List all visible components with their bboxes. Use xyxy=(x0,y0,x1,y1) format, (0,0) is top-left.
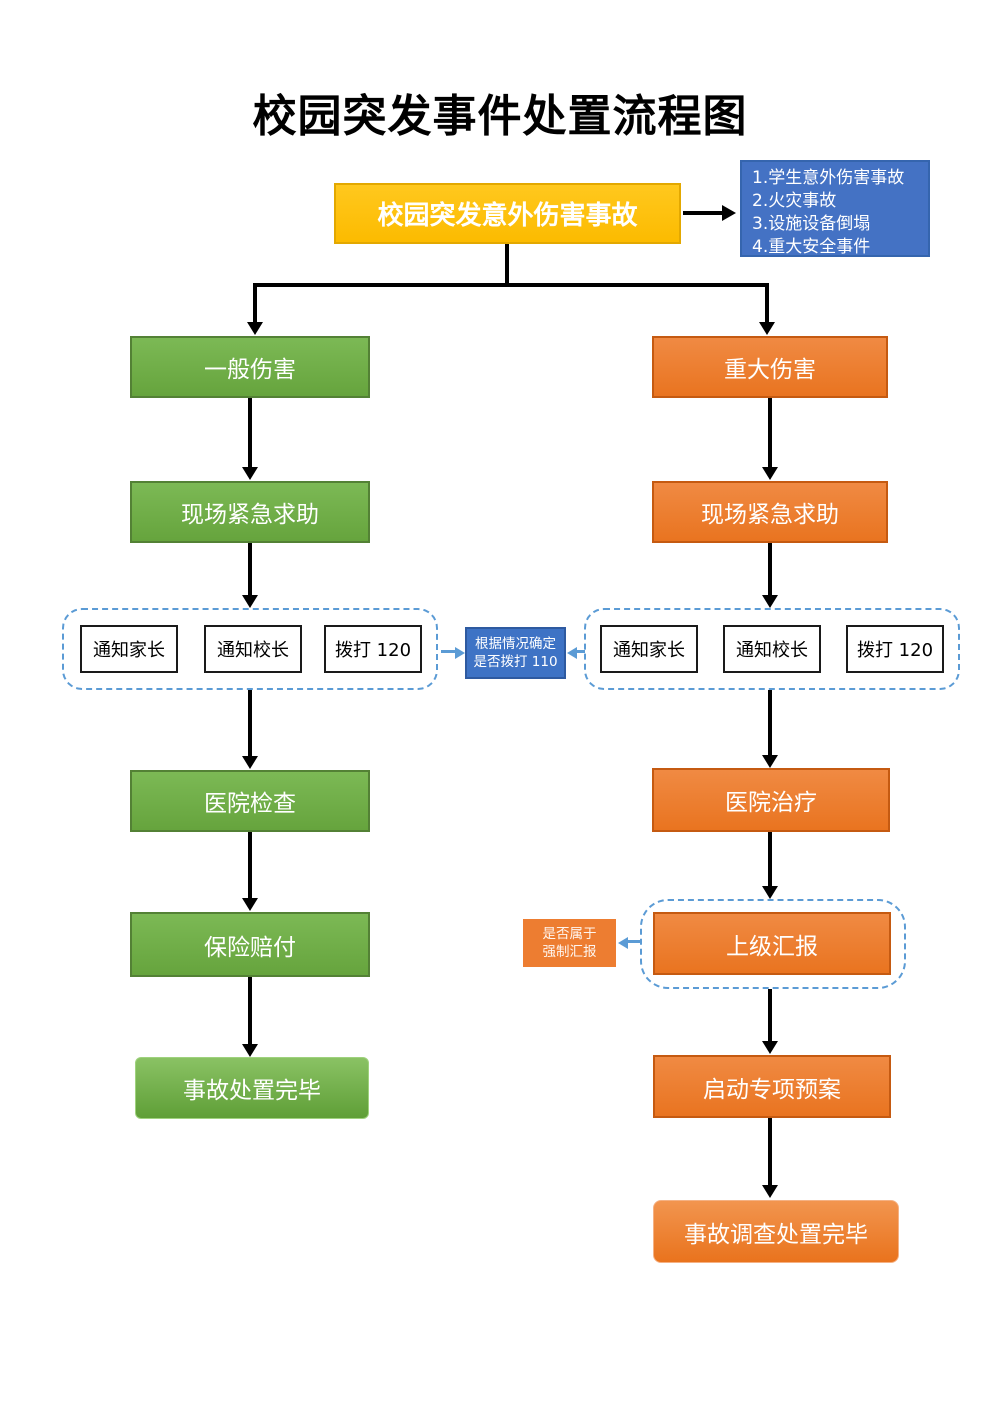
connector-report-to-note xyxy=(628,940,640,943)
node-left-notify-principal: 通知校长 xyxy=(204,625,302,673)
arrowhead-down-icon xyxy=(242,1044,258,1057)
node-right-done: 事故调查处置完毕 xyxy=(653,1200,899,1263)
connector-right-6 xyxy=(768,1118,772,1186)
connector-branch-horizontal xyxy=(253,283,769,287)
connector-root-to-list xyxy=(683,211,723,215)
node-right-notify-principal: 通知校长 xyxy=(723,625,821,673)
group-left-notify: 通知家长 通知校长 拨打 120 xyxy=(62,608,438,690)
decision-line: 是否拨打 110 xyxy=(473,654,558,670)
connector-root-down xyxy=(505,244,509,285)
node-general-injury: 一般伤害 xyxy=(130,336,370,398)
node-hospital-treatment: 医院治疗 xyxy=(652,768,890,832)
connector-left-2 xyxy=(248,543,252,596)
connector-left-to-110 xyxy=(441,650,456,653)
connector-right-2 xyxy=(768,543,772,596)
arrowhead-down-icon xyxy=(242,595,258,608)
arrowhead-down-icon xyxy=(242,756,258,769)
arrowhead-left-icon xyxy=(567,647,577,659)
connector-branch-right xyxy=(765,283,769,323)
arrowhead-down-icon xyxy=(762,595,778,608)
node-left-emergency-help: 现场紧急求助 xyxy=(130,481,370,543)
arrowhead-down-icon xyxy=(762,755,778,768)
connector-right-4 xyxy=(768,832,772,887)
node-root-incident: 校园突发意外伤害事故 xyxy=(334,183,681,244)
connector-right-to-110 xyxy=(576,650,585,653)
note-line: 强制汇报 xyxy=(542,944,597,960)
note-line: 是否属于 xyxy=(542,926,597,942)
node-major-injury: 重大伤害 xyxy=(652,336,888,398)
connector-left-5 xyxy=(248,977,252,1045)
node-left-call-120: 拨打 120 xyxy=(324,625,422,673)
incident-type-item: 2.火灾事故 xyxy=(752,191,837,211)
connector-branch-left xyxy=(253,283,257,323)
arrowhead-down-icon xyxy=(762,1185,778,1198)
node-left-notify-parents: 通知家长 xyxy=(80,625,178,673)
arrowhead-down-icon xyxy=(762,886,778,899)
arrowhead-down-icon xyxy=(242,898,258,911)
incident-type-item: 4.重大安全事件 xyxy=(752,237,871,257)
arrowhead-down-icon xyxy=(762,467,778,480)
page-title: 校园突发事件处置流程图 xyxy=(252,91,748,142)
node-mandatory-report-note: 是否属于 强制汇报 xyxy=(523,919,616,967)
arrowhead-down-icon xyxy=(759,322,775,335)
connector-left-3 xyxy=(248,690,252,757)
connector-left-4 xyxy=(248,832,252,899)
node-incident-type-list: 1.学生意外伤害事故 2.火灾事故 3.设施设备倒塌 4.重大安全事件 xyxy=(740,160,930,257)
arrowhead-down-icon xyxy=(247,322,263,335)
connector-left-1 xyxy=(248,398,252,468)
decision-line: 根据情况确定 xyxy=(475,636,556,652)
incident-type-item: 3.设施设备倒塌 xyxy=(752,214,871,234)
node-right-emergency-help: 现场紧急求助 xyxy=(652,481,888,543)
group-right-notify: 通知家长 通知校长 拨打 120 xyxy=(584,608,960,690)
node-report-superiors: 上级汇报 xyxy=(653,912,891,975)
node-left-done: 事故处置完毕 xyxy=(135,1057,369,1119)
connector-right-3 xyxy=(768,690,772,756)
incident-type-item: 1.学生意外伤害事故 xyxy=(752,168,905,188)
node-decision-call-110: 根据情况确定 是否拨打 110 xyxy=(465,627,566,679)
node-right-call-120: 拨打 120 xyxy=(846,625,944,673)
connector-right-5 xyxy=(768,989,772,1042)
connector-right-1 xyxy=(768,398,772,468)
arrowhead-right-icon xyxy=(455,647,465,659)
arrowhead-left-icon xyxy=(618,937,628,949)
arrowhead-right-icon xyxy=(722,205,736,221)
node-hospital-check: 医院检查 xyxy=(130,770,370,832)
arrowhead-down-icon xyxy=(242,467,258,480)
arrowhead-down-icon xyxy=(762,1041,778,1054)
group-report-superiors xyxy=(640,899,906,989)
node-insurance-payment: 保险赔付 xyxy=(130,912,370,977)
node-right-notify-parents: 通知家长 xyxy=(600,625,698,673)
node-start-special-plan: 启动专项预案 xyxy=(653,1055,891,1118)
